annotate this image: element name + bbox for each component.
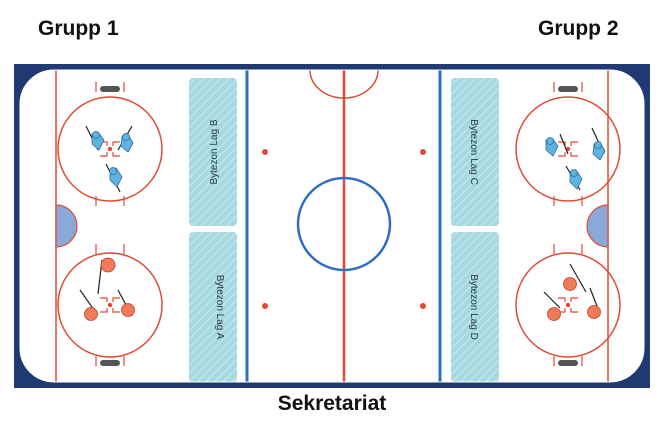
goal-marker-bottom-left bbox=[100, 360, 120, 366]
faceoff-dot bbox=[262, 303, 268, 309]
ice-surface bbox=[20, 70, 644, 382]
player-blue-icon bbox=[565, 165, 583, 191]
player-red-icon bbox=[563, 263, 587, 293]
faceoff-circle-right-top bbox=[515, 82, 621, 206]
ice-rink: Bytezon Lag B Bytezon Lag A Bytezon Lag … bbox=[14, 64, 650, 388]
player-blue-icon bbox=[591, 127, 606, 161]
player-blue-icon bbox=[85, 125, 105, 151]
player-red-icon bbox=[79, 289, 98, 321]
bench-label-lag-c: Bytezon Lag C bbox=[468, 119, 479, 185]
bench-label-lag-d: Bytezon Lag D bbox=[468, 274, 479, 340]
bench-zone-lag-a bbox=[189, 232, 237, 382]
faceoff-circle-left-top bbox=[57, 82, 163, 206]
bench-label-lag-b: Bytezon Lag B bbox=[209, 119, 220, 184]
player-red-icon bbox=[543, 291, 561, 321]
secretariat-label: Sekretariat bbox=[277, 392, 387, 415]
bench-label-lag-a: Bytezon Lag A bbox=[214, 275, 225, 340]
bench-zone-lag-c bbox=[451, 78, 499, 226]
bench-zone-lag-d bbox=[451, 232, 499, 382]
faceoff-dot bbox=[420, 303, 426, 309]
group-2-label: Grupp 2 bbox=[538, 17, 619, 40]
player-red-icon bbox=[97, 257, 116, 295]
center-circle bbox=[296, 176, 392, 272]
right-goal-crease bbox=[586, 204, 609, 248]
faceoff-circle-right-bottom bbox=[515, 244, 621, 366]
goal-marker-top-left bbox=[100, 86, 120, 92]
faceoff-dot bbox=[262, 149, 268, 155]
referee-crease bbox=[309, 70, 379, 99]
player-red-icon bbox=[117, 289, 135, 317]
player-blue-icon bbox=[545, 133, 569, 157]
goal-marker-top-right bbox=[558, 86, 578, 92]
bench-zone-lag-b bbox=[189, 78, 237, 226]
player-blue-icon bbox=[117, 125, 134, 153]
faceoff-circle-left-bottom bbox=[57, 244, 163, 366]
group-1-label: Grupp 1 bbox=[38, 17, 119, 40]
left-goal-crease bbox=[55, 204, 78, 248]
goal-marker-bottom-right bbox=[558, 360, 578, 366]
player-red-icon bbox=[587, 287, 601, 319]
faceoff-dot bbox=[420, 149, 426, 155]
player-blue-icon bbox=[105, 163, 123, 193]
